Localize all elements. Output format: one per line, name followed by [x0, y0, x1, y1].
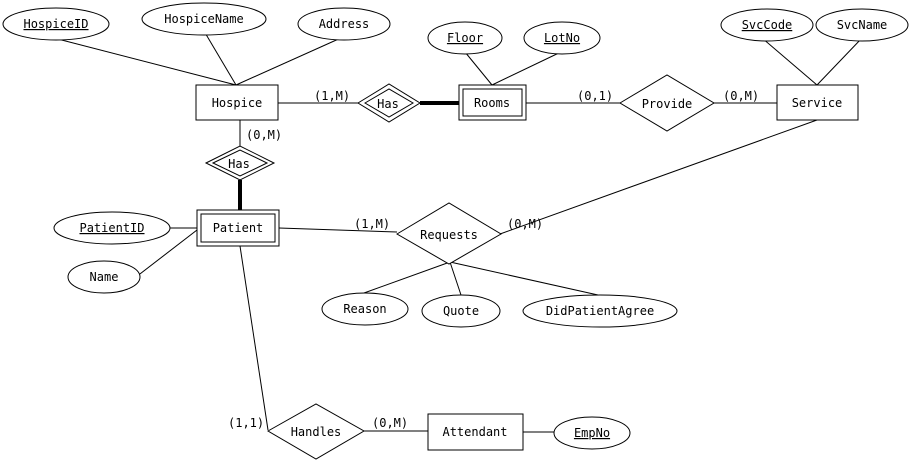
attribute-emp-no-label: EmpNo: [574, 426, 610, 440]
relationship-requests-label: Requests: [420, 228, 478, 242]
attribute-hospice-id[interactable]: HospiceID: [2, 7, 110, 41]
attribute-svc-code-label: SvcCode: [742, 18, 793, 32]
relationship-handles[interactable]: Handles: [266, 403, 366, 460]
relationship-has-patient-label: Has: [228, 157, 250, 171]
attribute-quote-label: Quote: [443, 304, 479, 318]
entity-service[interactable]: Service: [776, 84, 859, 121]
attribute-quote[interactable]: Quote: [421, 294, 501, 328]
relationship-has-patient[interactable]: Has: [204, 145, 276, 181]
attribute-emp-no[interactable]: EmpNo: [553, 416, 631, 450]
entity-attendant[interactable]: Attendant: [427, 413, 524, 451]
attribute-patient-id[interactable]: PatientID: [53, 211, 171, 245]
attribute-floor-label: Floor: [447, 31, 483, 45]
relationship-has-rooms-label: Has: [377, 97, 399, 111]
attribute-svc-code[interactable]: SvcCode: [720, 8, 814, 42]
attribute-patient-id-label: PatientID: [79, 221, 144, 235]
entity-rooms-label: Rooms: [474, 96, 510, 110]
connector-lines: [49, 30, 863, 433]
cardinality-service-requests: (0,M): [507, 217, 543, 231]
cardinality-service-provide: (0,M): [723, 89, 759, 103]
entity-patient[interactable]: Patient: [196, 209, 280, 247]
cardinality-patient-handles: (1,1): [228, 416, 264, 430]
cardinality-labels: (1,M) (0,1) (0,M) (0,M) (1,M) (0,M) (1,1…: [228, 89, 759, 430]
attribute-svc-name-label: SvcName: [837, 18, 888, 32]
cardinality-hospice-has-patient: (0,M): [246, 128, 282, 142]
attribute-did-patient-agree[interactable]: DidPatientAgree: [522, 294, 678, 328]
attribute-address[interactable]: Address: [297, 7, 391, 41]
entity-hospice[interactable]: Hospice: [195, 84, 279, 121]
entity-rooms[interactable]: Rooms: [458, 84, 527, 121]
attribute-svc-name[interactable]: SvcName: [815, 8, 909, 42]
entity-attendant-label: Attendant: [442, 425, 507, 439]
attribute-lot-no[interactable]: LotNo: [523, 21, 601, 55]
attribute-lot-no-label: LotNo: [544, 31, 580, 45]
cardinality-hospice-has-rooms: (1,M): [314, 89, 350, 103]
entity-patient-label: Patient: [213, 221, 264, 235]
entity-service-label: Service: [792, 96, 843, 110]
relationship-provide-label: Provide: [642, 97, 693, 111]
attribute-name-label: Name: [90, 270, 119, 284]
attribute-reason-label: Reason: [343, 302, 386, 316]
relationship-handles-label: Handles: [291, 425, 342, 439]
cardinality-attendant-handles: (0,M): [372, 416, 408, 430]
attribute-hospice-id-label: HospiceID: [23, 17, 88, 31]
relationship-has-rooms[interactable]: Has: [357, 83, 421, 123]
relationship-provide[interactable]: Provide: [619, 74, 715, 132]
attribute-hospice-name[interactable]: HospiceName: [141, 2, 267, 36]
relationship-requests[interactable]: Requests: [396, 202, 502, 265]
attribute-floor[interactable]: Floor: [427, 21, 503, 55]
attribute-name[interactable]: Name: [67, 260, 141, 294]
attribute-did-patient-agree-label: DidPatientAgree: [546, 304, 654, 318]
cardinality-rooms-provide: (0,1): [577, 89, 613, 103]
cardinality-patient-requests: (1,M): [354, 217, 390, 231]
entity-hospice-label: Hospice: [212, 96, 263, 110]
attribute-reason[interactable]: Reason: [321, 292, 409, 326]
attribute-hospice-name-label: HospiceName: [164, 12, 243, 26]
attribute-address-label: Address: [319, 17, 370, 31]
